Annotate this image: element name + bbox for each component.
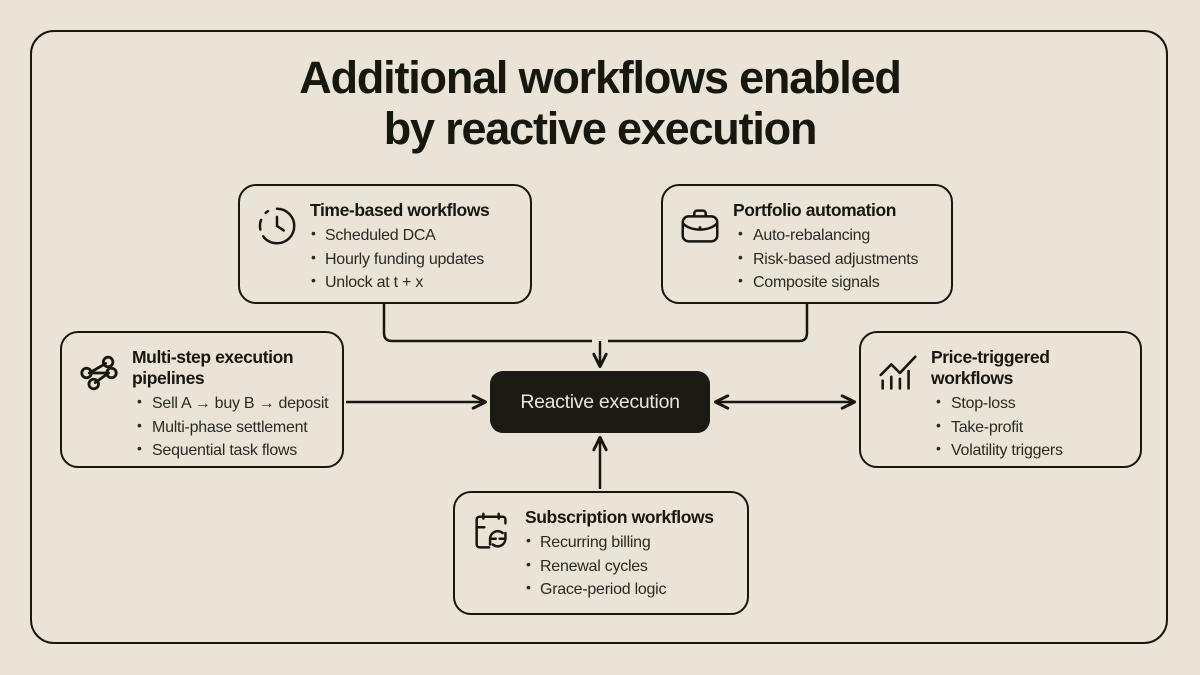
card-bullet-list: Auto-rebalancing Risk-based adjustments … (733, 223, 935, 295)
card-heading: Portfolio automation (733, 200, 897, 220)
list-item: Sequential task flows (132, 438, 326, 463)
page-title: Additional workflows enabled by reactive… (0, 52, 1200, 155)
list-item: Multi-phase settlement (132, 415, 326, 440)
card-body: Portfolio automation Auto-rebalancing Ri… (733, 200, 935, 295)
list-item: Hourly funding updates (310, 247, 514, 272)
list-item: Auto-rebalancing (733, 223, 935, 248)
briefcase-icon (681, 209, 719, 243)
card-bullet-list: Stop-loss Take-profit Volatility trigger… (931, 391, 1124, 463)
hub-label: Reactive execution (520, 390, 680, 413)
card-time-based-workflows[interactable]: Time-based workflows Scheduled DCA Hourl… (238, 184, 532, 304)
node-graph-icon (80, 355, 118, 391)
card-body: Price-triggered workflows Stop-loss Take… (931, 347, 1124, 463)
card-multi-step-execution-pipelines[interactable]: Multi-step execution pipelines Sell A → … (60, 331, 344, 468)
card-body: Subscription workflows Recurring billing… (525, 507, 731, 602)
title-line-1: Additional workflows enabled (299, 52, 902, 103)
card-heading: Subscription workflows (525, 507, 714, 527)
connector-portfolio-to-hub (608, 304, 809, 343)
card-heading: Multi-step execution pipelines (132, 347, 294, 388)
card-bullet-list: Sell A → buy B → deposit Multi-phase set… (132, 391, 329, 463)
list-item: Recurring billing (525, 530, 731, 555)
clock-dashed-icon (258, 207, 296, 245)
connector-time-to-hub (382, 304, 592, 343)
list-item: Take-profit (931, 415, 1124, 440)
list-item: Unlock at t + x (310, 270, 514, 295)
card-price-triggered-workflows[interactable]: Price-triggered workflows Stop-loss Take… (859, 331, 1142, 468)
card-body: Time-based workflows Scheduled DCA Hourl… (310, 200, 514, 295)
list-item: Risk-based adjustments (733, 247, 935, 272)
outer-frame (30, 30, 1168, 644)
card-heading: Price-triggered workflows (931, 347, 1050, 388)
bar-chart-trend-icon (879, 355, 917, 390)
card-body: Multi-step execution pipelines Sell A → … (132, 347, 329, 463)
hub-reactive-execution[interactable]: Reactive execution (490, 371, 710, 433)
card-subscription-workflows[interactable]: Subscription workflows Recurring billing… (453, 491, 749, 615)
card-bullet-list: Scheduled DCA Hourly funding updates Unl… (310, 223, 514, 295)
card-heading: Time-based workflows (310, 200, 490, 220)
card-portfolio-automation[interactable]: Portfolio automation Auto-rebalancing Ri… (661, 184, 953, 304)
list-item: Composite signals (733, 270, 935, 295)
list-item: Grace-period logic (525, 577, 731, 602)
list-item: Stop-loss (931, 391, 1124, 416)
list-item: Renewal cycles (525, 554, 731, 579)
calendar-refresh-icon (475, 512, 507, 549)
list-item: Scheduled DCA (310, 223, 514, 248)
list-item: Volatility triggers (931, 438, 1124, 463)
list-item: Sell A → buy B → deposit (132, 391, 329, 416)
card-bullet-list: Recurring billing Renewal cycles Grace-p… (525, 530, 731, 602)
title-line-2: by reactive execution (383, 103, 818, 155)
